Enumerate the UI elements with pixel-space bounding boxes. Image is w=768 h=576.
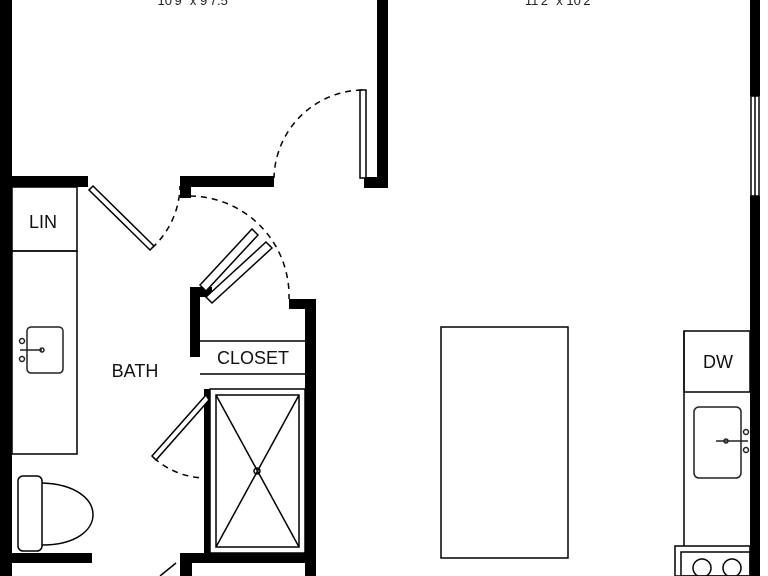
wall-bedroom-right-foot [364, 177, 388, 188]
kitchen-island [440, 326, 569, 559]
window-icon [750, 95, 760, 197]
bath-upper-door-arc [151, 185, 181, 249]
wall-right-lower [750, 196, 760, 576]
shower-icon [209, 388, 306, 554]
bath-upper-door-leaf [87, 184, 156, 252]
dishwasher-label: DW [703, 352, 733, 372]
closet-door-leaf-b [204, 240, 274, 305]
wall-bedroom-bottom-mid [180, 176, 274, 187]
door-swing-icon [87, 89, 367, 576]
linen-label: LIN [29, 212, 57, 232]
wall-left-lower [0, 176, 12, 576]
closet-label: CLOSET [217, 348, 289, 368]
living-dimension: 11'2" x 10'2" [525, 0, 596, 8]
wall-bottom-stub [180, 553, 192, 576]
toilet-icon [17, 475, 94, 552]
sink-icon [18, 326, 64, 374]
cooktop-icon [680, 551, 751, 576]
bottom-door-leaf [159, 562, 177, 576]
wall-bottom-mid [180, 553, 316, 563]
bedroom-door-leaf [359, 89, 367, 179]
kitchen-sink-icon [693, 406, 750, 479]
closet-door-arc [189, 195, 290, 300]
closet-door-leaf-a [198, 227, 260, 293]
wall-closet-left [190, 287, 200, 347]
wall-bedroom-bottom-left [0, 176, 88, 187]
closet-shelf [200, 340, 305, 375]
wall-bath-shower-left [204, 389, 210, 559]
wall-right [750, 0, 760, 96]
bath-label: BATH [112, 361, 159, 381]
wall-bottom-left [0, 553, 92, 563]
shower-door-arc [153, 457, 207, 479]
wall-closet-right [305, 299, 316, 576]
bedroom-door-arc [273, 89, 363, 179]
shower-door-leaf [150, 393, 210, 462]
wall-bath-jamb [180, 176, 191, 198]
wall-left-upper [0, 0, 12, 186]
wall-closet-top-right [289, 299, 316, 309]
bath-vanity [11, 250, 78, 455]
bedroom-dimension: 10'9" x 9'7.5" [158, 0, 233, 8]
wall-bath-closet-divider [190, 337, 200, 357]
wall-bedroom-right [377, 0, 388, 188]
wall-closet-top-left [190, 287, 212, 297]
